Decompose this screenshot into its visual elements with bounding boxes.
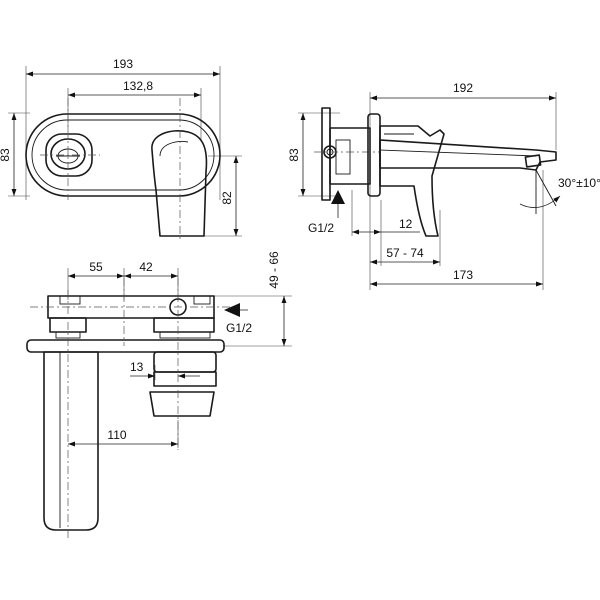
dim-top-depth-range: 49 - 66 bbox=[267, 251, 281, 289]
side-spout bbox=[379, 139, 557, 171]
top-view: G1/2 55 42 49 - 66 13 110 bbox=[26, 251, 292, 540]
top-cover-plate bbox=[26, 339, 225, 353]
side-view: 30°±10° G1/2 192 83 12 57 - 74 173 bbox=[287, 81, 600, 290]
dim-side-total-depth: 192 bbox=[453, 81, 473, 95]
dim-top-cartridge-offset: 13 bbox=[130, 360, 144, 374]
dim-front-total-width: 193 bbox=[113, 57, 133, 71]
dim-side-spout-reach: 173 bbox=[453, 268, 473, 282]
top-concealed-body bbox=[47, 295, 215, 339]
side-concealed-body bbox=[329, 127, 371, 185]
dim-front-spout-drop: 82 bbox=[220, 191, 234, 205]
dim-top-spacing-right: 42 bbox=[139, 260, 153, 274]
top-handle bbox=[149, 351, 217, 417]
front-view: 193 132,8 83 82 bbox=[0, 57, 242, 240]
top-spout bbox=[43, 351, 99, 531]
front-handle bbox=[151, 130, 208, 237]
dim-side-plate-offset: 12 bbox=[399, 217, 413, 231]
dim-top-spacing-left: 55 bbox=[89, 260, 103, 274]
label-side-connection: G1/2 bbox=[308, 221, 334, 235]
dim-top-spout-offset: 110 bbox=[107, 428, 126, 442]
dim-front-center-spacing: 132,8 bbox=[123, 79, 153, 93]
side-wall-flange bbox=[321, 107, 331, 201]
label-top-connection: G1/2 bbox=[226, 321, 252, 335]
side-handle bbox=[379, 125, 445, 237]
dim-side-height: 83 bbox=[287, 148, 301, 162]
dim-side-angle: 30°±10° bbox=[558, 176, 600, 190]
dim-front-height: 83 bbox=[0, 148, 12, 162]
front-wall-plate bbox=[25, 113, 221, 197]
dim-side-adjust-range: 57 - 74 bbox=[386, 246, 424, 260]
